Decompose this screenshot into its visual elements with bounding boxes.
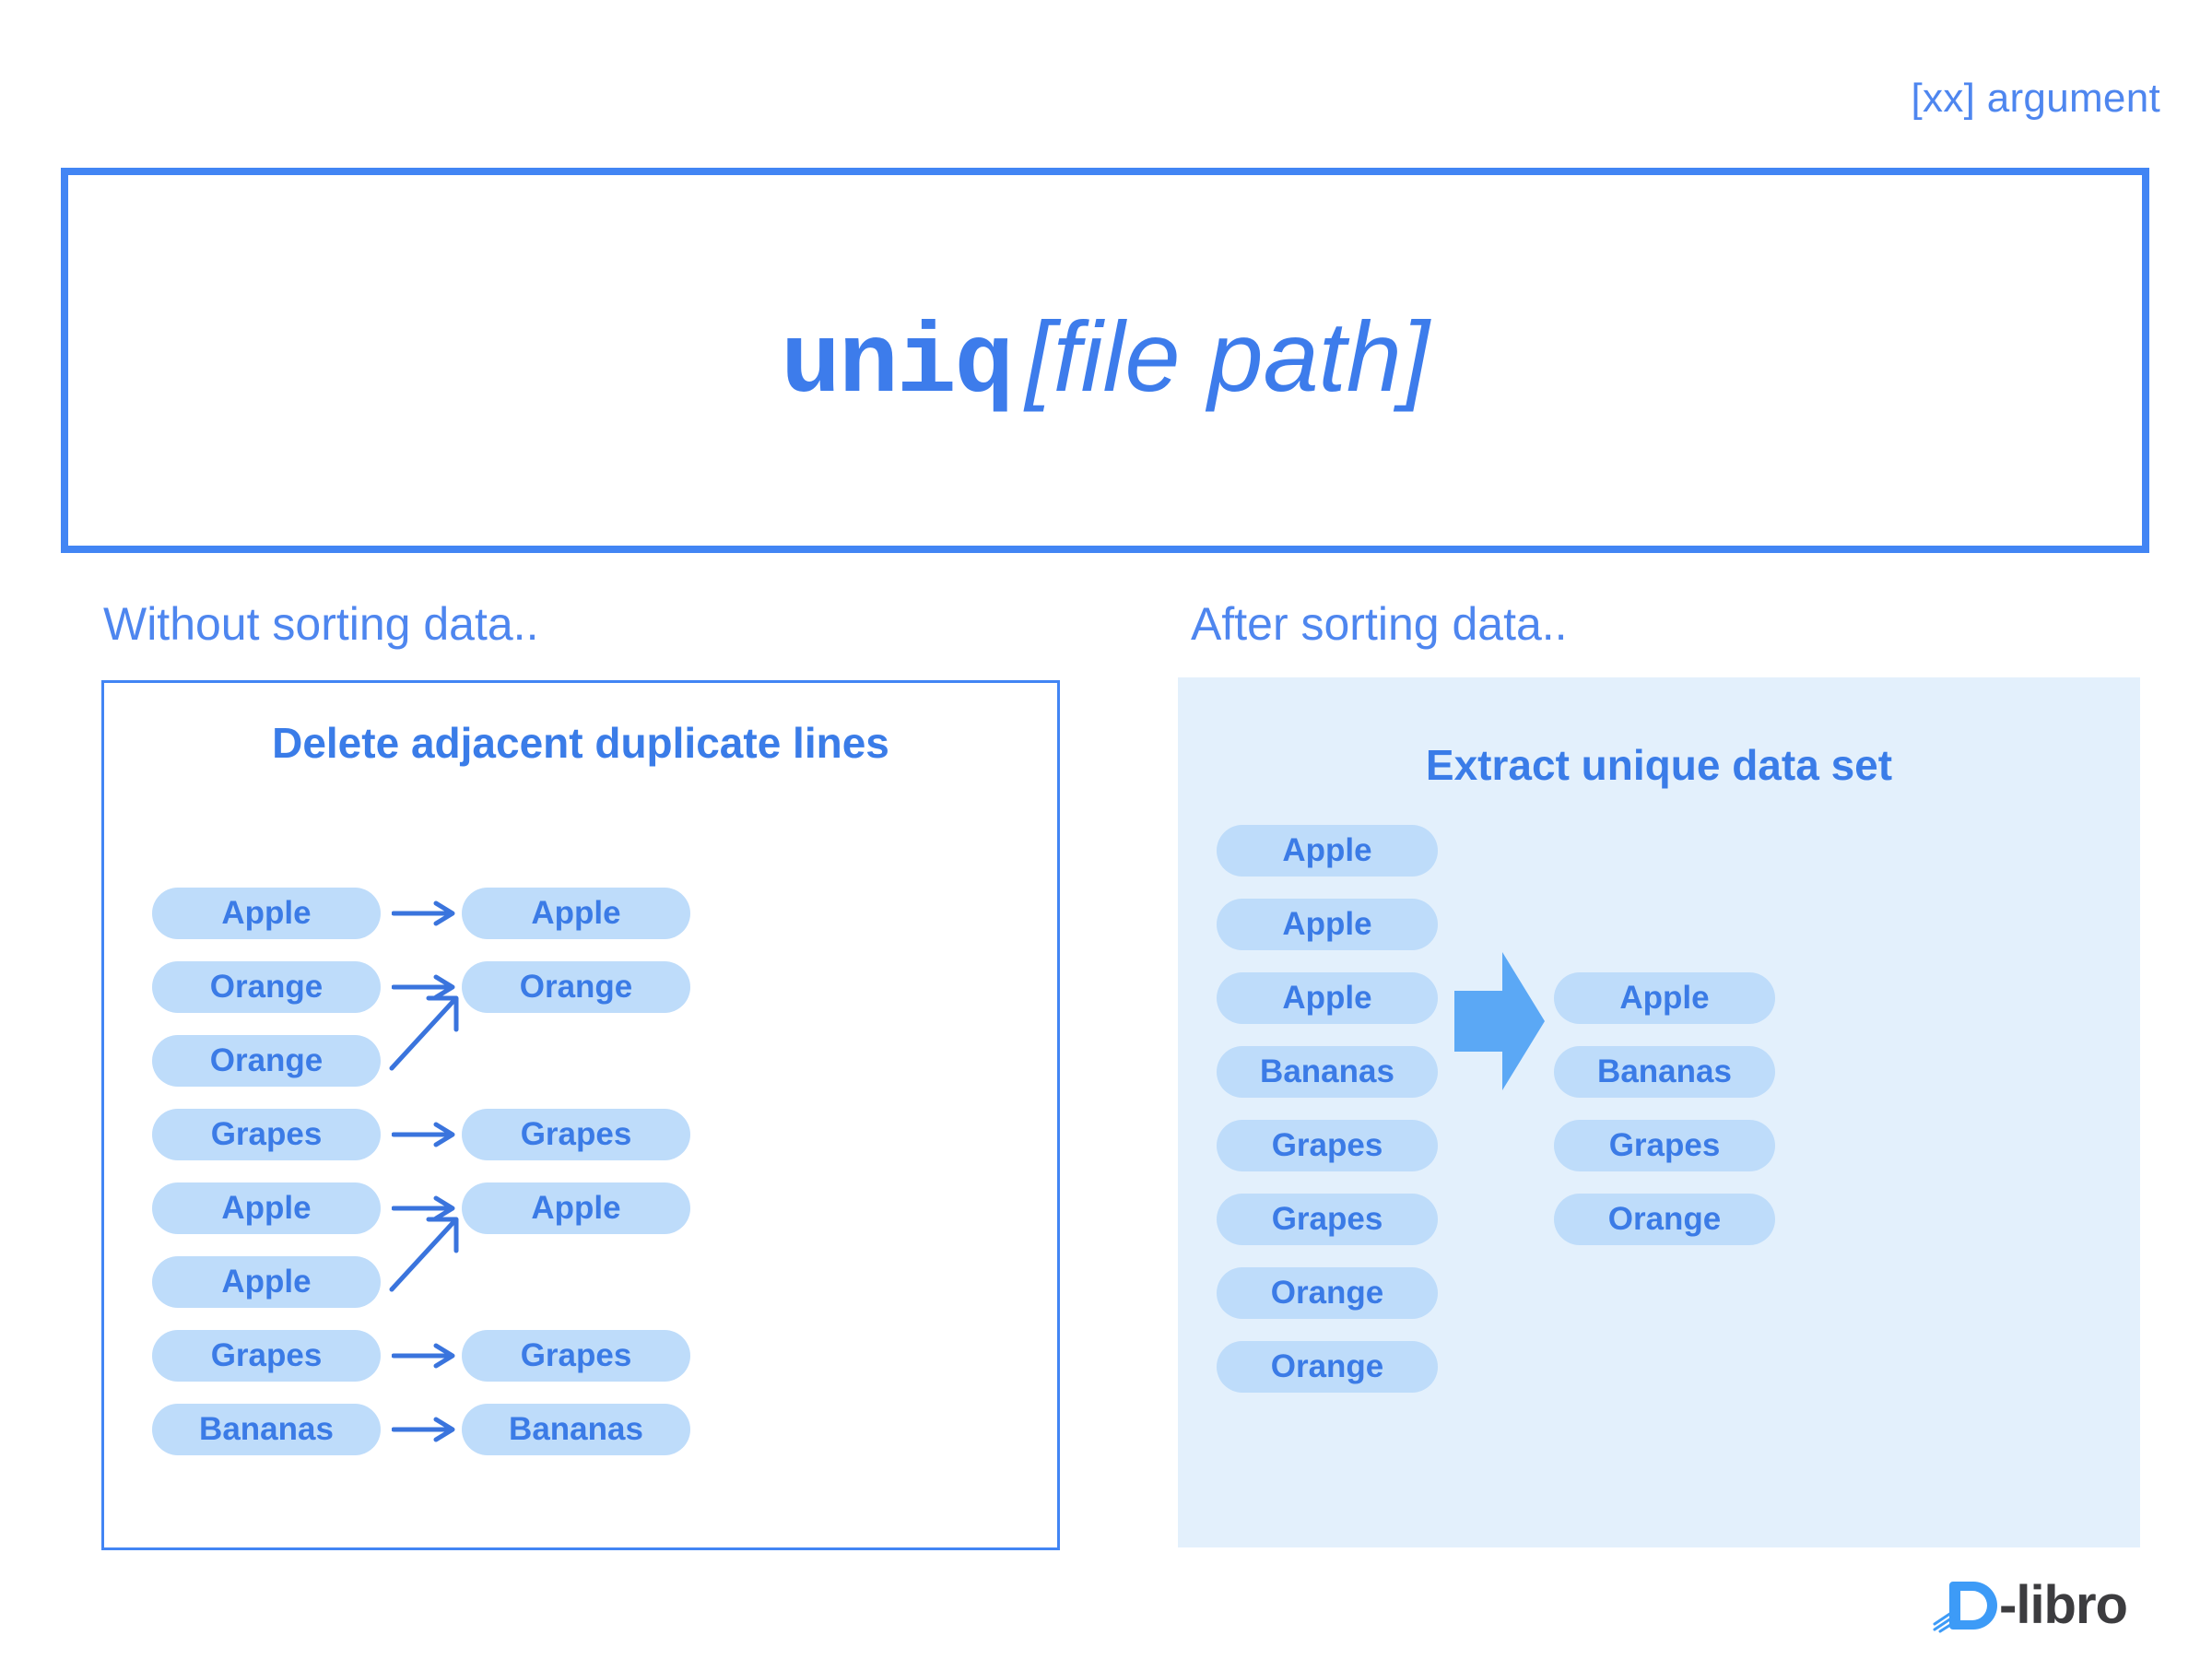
right-section-caption: After sorting data..	[1191, 598, 1568, 650]
left-output-pill: Bananas	[462, 1404, 690, 1455]
left-input-pill: Orange	[152, 1035, 381, 1087]
arrow-right-icon	[392, 1195, 455, 1221]
right-input-pill: Grapes	[1217, 1194, 1438, 1245]
right-input-pill: Grapes	[1217, 1120, 1438, 1171]
left-output-pill: Grapes	[462, 1109, 690, 1160]
command-name: uniq	[781, 308, 1014, 421]
left-panel-title: Delete adjacent duplicate lines	[272, 719, 889, 767]
right-output-pill: Bananas	[1554, 1046, 1775, 1098]
right-input-pill: Apple	[1217, 825, 1438, 877]
logo-wordmark: -libro	[1999, 1575, 2128, 1635]
left-output-pill: Orange	[462, 961, 690, 1013]
left-input-pill: Apple	[152, 888, 381, 939]
arrow-up-right-icon	[389, 1217, 459, 1292]
arrow-right-icon	[392, 1122, 455, 1147]
arrow-right-icon	[392, 900, 455, 926]
left-output-pill: Apple	[462, 888, 690, 939]
left-input-pill: Bananas	[152, 1404, 381, 1455]
arrow-right-icon	[392, 1417, 455, 1442]
left-output-pill: Apple	[462, 1182, 690, 1234]
command-title-box: uniq[file path]	[61, 168, 2149, 553]
right-output-pill: Grapes	[1554, 1120, 1775, 1171]
right-input-pill: Orange	[1217, 1267, 1438, 1319]
d-libro-book-icon	[1933, 1582, 1998, 1633]
left-input-pill: Apple	[152, 1182, 381, 1234]
right-output-pill: Orange	[1554, 1194, 1775, 1245]
left-output-pill: Grapes	[462, 1330, 690, 1382]
right-input-pill: Apple	[1217, 899, 1438, 950]
left-input-pill: Apple	[152, 1256, 381, 1308]
argument-legend: [xx] argument	[1911, 76, 2160, 121]
right-input-pill: Apple	[1217, 972, 1438, 1024]
command-argument: [file path]	[1025, 300, 1430, 412]
arrow-up-right-icon	[389, 995, 459, 1071]
left-input-pill: Grapes	[152, 1109, 381, 1160]
right-panel-title: Extract unique data set	[1425, 741, 1893, 789]
left-section-caption: Without sorting data..	[103, 598, 539, 650]
block-arrow-right-icon	[1454, 952, 1545, 1090]
command-title: uniq[file path]	[781, 306, 1430, 415]
right-input-pill: Orange	[1217, 1341, 1438, 1393]
brand-logo: -libro	[1933, 1575, 2128, 1635]
left-input-pill: Grapes	[152, 1330, 381, 1382]
arrow-right-icon	[392, 974, 455, 1000]
arrow-right-icon	[392, 1343, 455, 1369]
right-input-pill: Bananas	[1217, 1046, 1438, 1098]
right-output-pill: Apple	[1554, 972, 1775, 1024]
left-input-pill: Orange	[152, 961, 381, 1013]
